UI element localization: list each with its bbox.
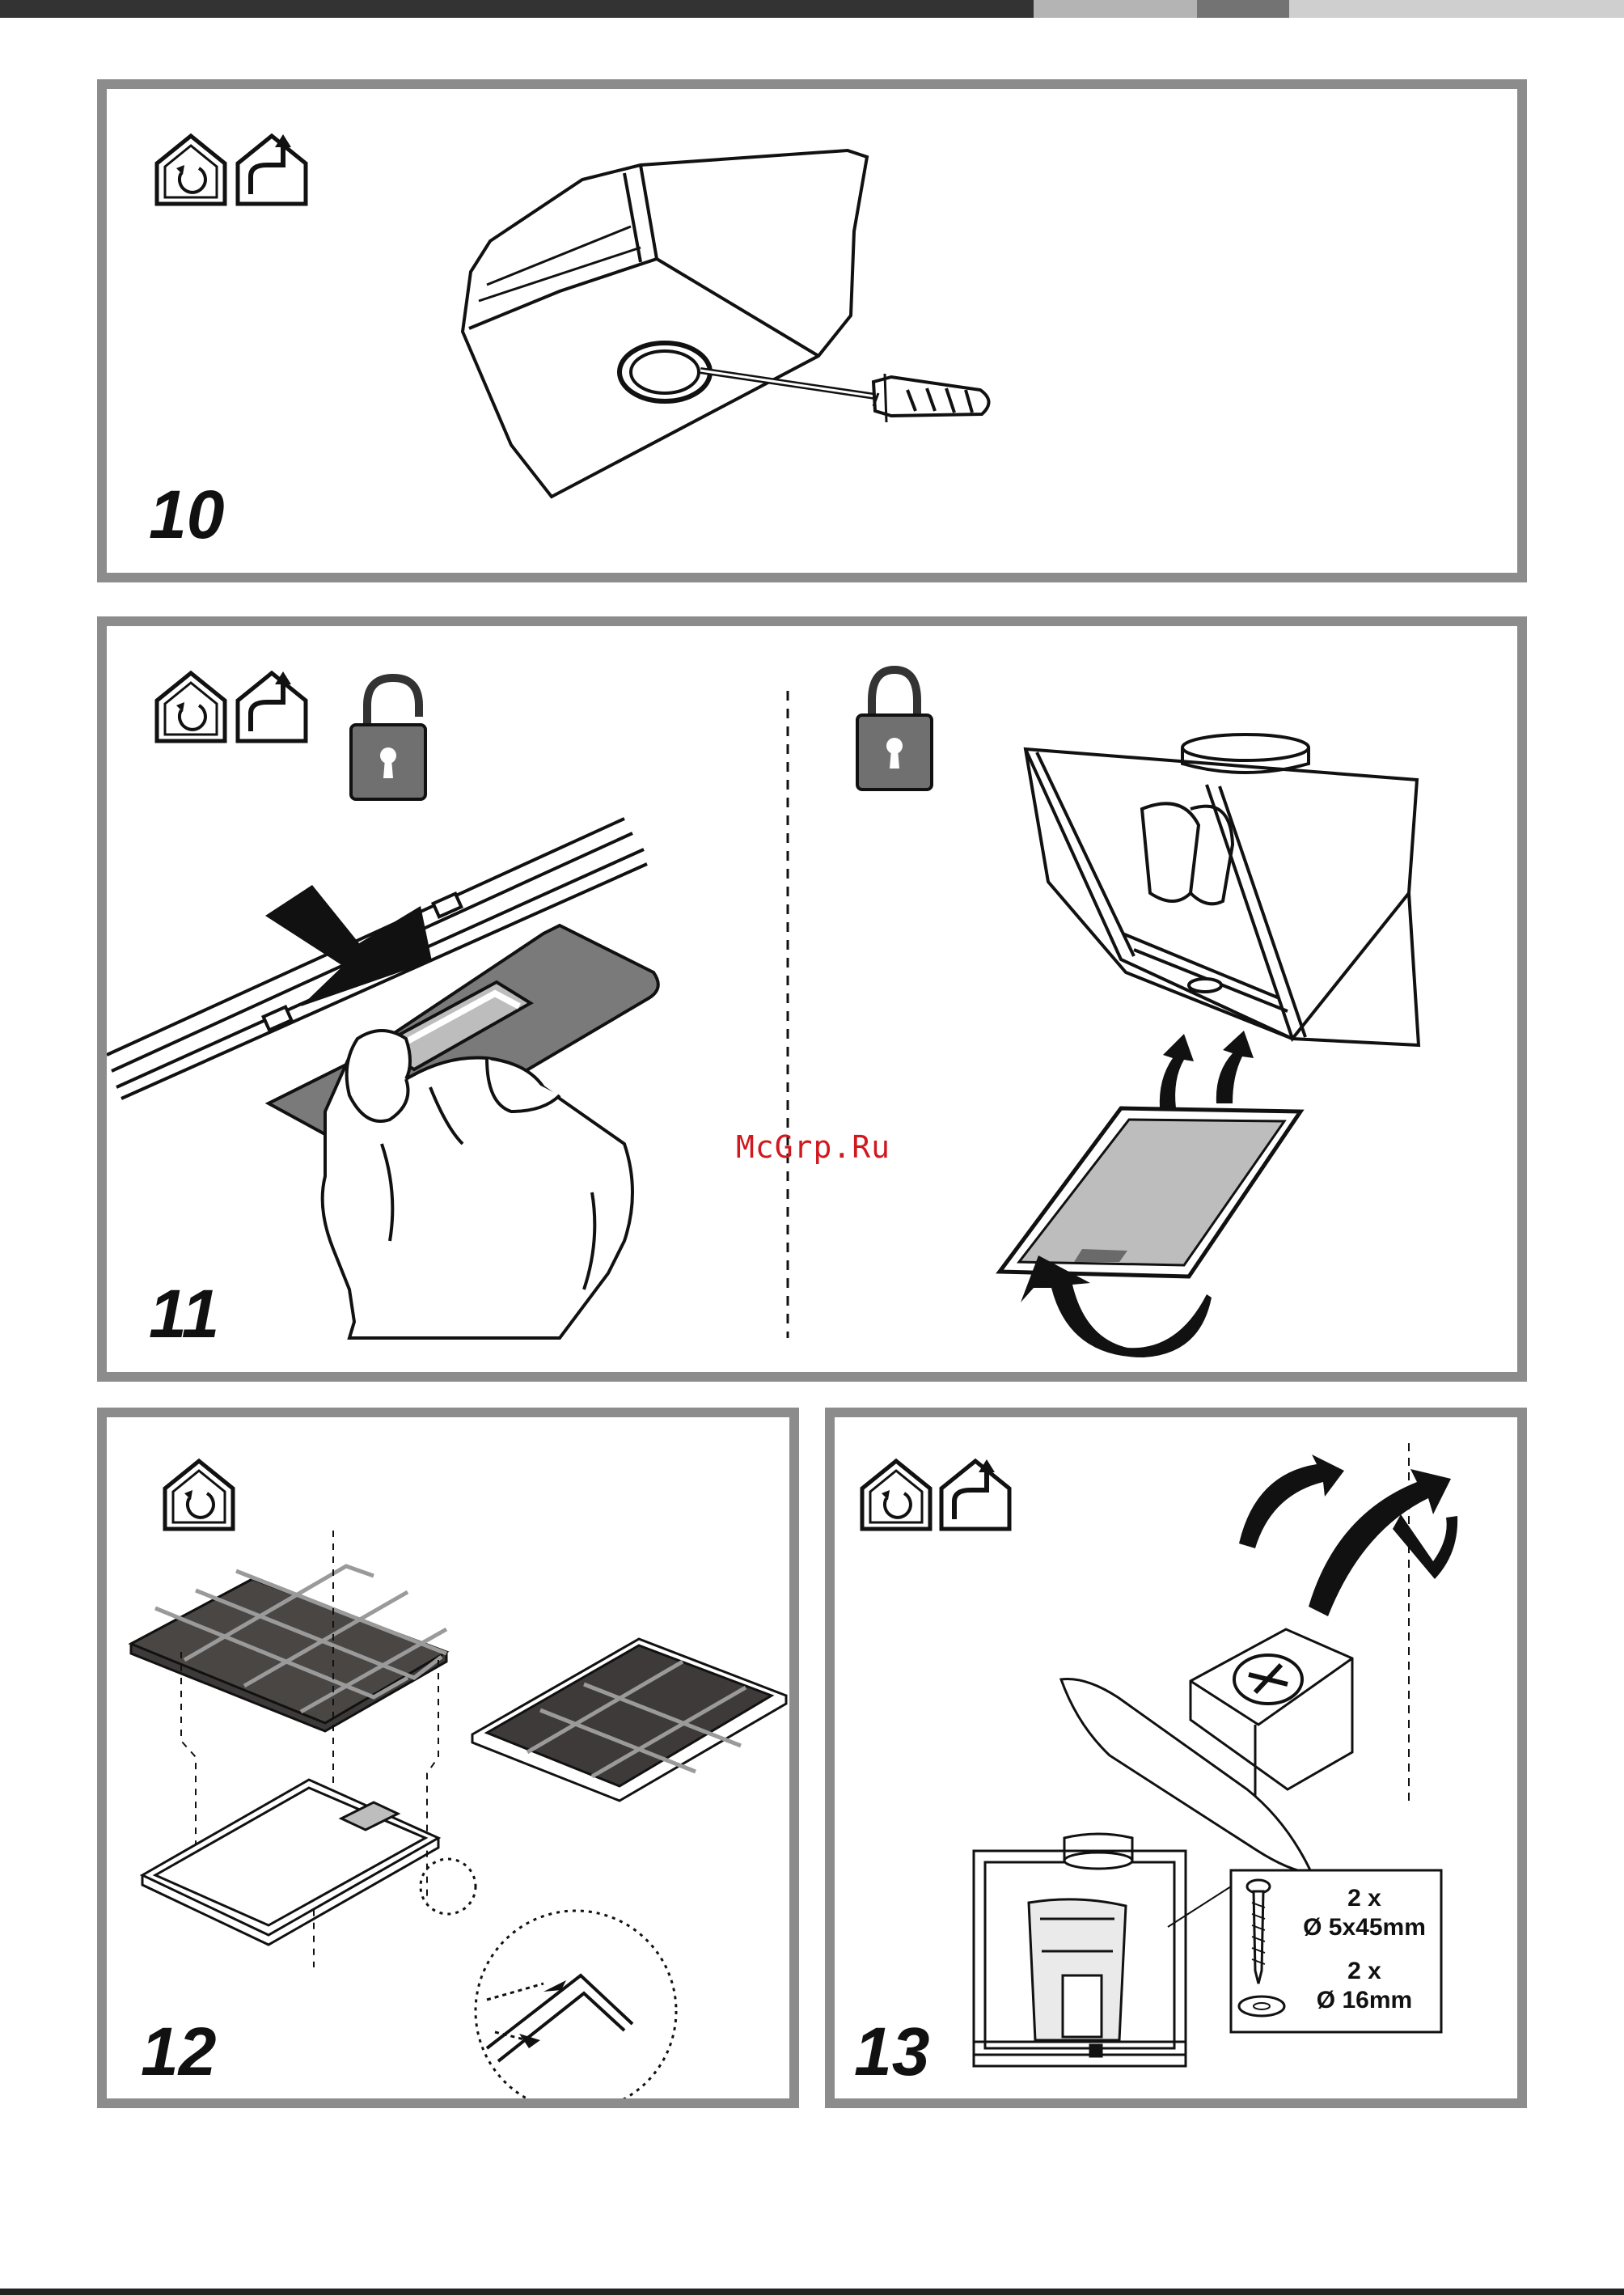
- screw-size: Ø 5x45mm: [1288, 1912, 1441, 1943]
- step-number: 11: [149, 1280, 219, 1348]
- locked-padlock-icon: [857, 670, 932, 790]
- step-number: 13: [854, 2018, 929, 2085]
- screw-quantity: 2 x: [1288, 1883, 1441, 1914]
- step-11-panel: 11: [97, 616, 1527, 1382]
- step-13-panel: 2 x Ø 5x45mm 2 x Ø 16mm 13: [825, 1408, 1527, 2108]
- extraction-mode-icon: [238, 134, 306, 204]
- recirculation-mode-icon: [157, 136, 225, 204]
- step-number: 12: [141, 2018, 216, 2085]
- filter-frame: [142, 1780, 438, 1945]
- screw-hole-ring: [620, 343, 710, 401]
- hood-open-front: [1026, 735, 1419, 1045]
- recirculation-mode-icon: [157, 673, 225, 741]
- header-bar-mid: [1197, 0, 1289, 18]
- header-bar-pale: [1289, 0, 1624, 18]
- hood-mounting: [1061, 1629, 1352, 1874]
- step-number: 10: [149, 481, 224, 548]
- hand-illustration: [323, 1031, 632, 1338]
- header-bar-dark: [0, 0, 1034, 18]
- washer-size: Ø 16mm: [1288, 1985, 1441, 2016]
- step-11-illustration: [107, 626, 1517, 1372]
- recirculation-mode-icon: [165, 1461, 233, 1529]
- lift-arrows: [1160, 1031, 1254, 1108]
- step-10-illustration: [107, 89, 1517, 573]
- step-12-illustration: [107, 1417, 789, 2098]
- assembled-charcoal-filter: [472, 1639, 786, 1801]
- unlocked-padlock-icon: [351, 678, 425, 799]
- extraction-mode-icon: [941, 1459, 1009, 1529]
- step-10-panel: 10: [97, 79, 1527, 582]
- watermark: McGrp.Ru: [736, 1129, 890, 1165]
- recirculation-mode-icon: [862, 1461, 930, 1529]
- step-12-panel: 12: [97, 1408, 799, 2108]
- mounting-arrows: [1239, 1454, 1457, 1616]
- detail-zoom: [476, 1911, 676, 2098]
- footer-line: [0, 2289, 1624, 2295]
- hood-underside: [463, 150, 867, 497]
- grease-filter-removed: [1000, 1108, 1300, 1277]
- extraction-mode-icon: [238, 671, 306, 741]
- washer-quantity: 2 x: [1288, 1956, 1441, 1987]
- detail-callout: [421, 1859, 476, 1914]
- washer-icon: [1239, 1996, 1284, 2016]
- header-bar-light: [1034, 0, 1197, 18]
- hood-front-view: [974, 1834, 1186, 2066]
